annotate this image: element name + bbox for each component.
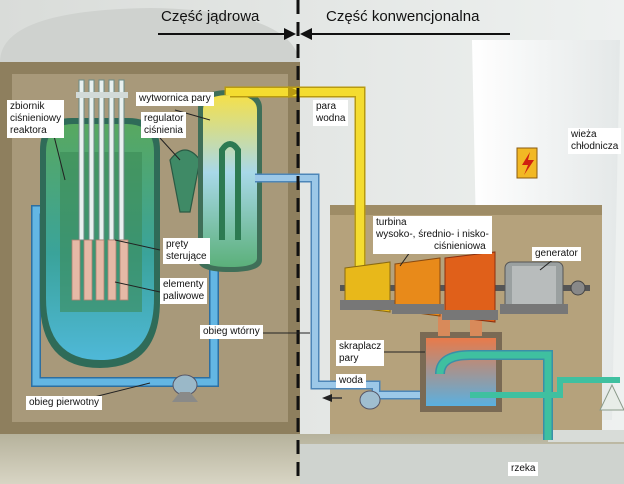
containment-dome	[0, 8, 300, 62]
label-pressurizer: regulator ciśnienia	[141, 112, 187, 138]
label-control-rods: pręty sterujące	[163, 238, 210, 264]
label-secondary-loop: obieg wtórny	[200, 325, 263, 339]
feedwater-pump	[359, 390, 381, 410]
turbine-hp	[340, 261, 396, 313]
generator	[500, 261, 586, 314]
label-steam: para wodna	[313, 100, 349, 126]
primary-loop-pipe	[32, 206, 218, 386]
label-generator: generator	[532, 247, 581, 261]
turbine-mp	[392, 257, 444, 317]
lightning-bolt-icon	[522, 152, 534, 175]
label-condenser: skraplacz pary	[336, 340, 385, 366]
label-river: rzeka	[508, 462, 539, 476]
turbine-lp	[442, 251, 498, 323]
label-primary-loop: obieg pierwotny	[26, 396, 103, 410]
pressurizer	[169, 149, 201, 213]
label-cooling-tower: wieża chłodnicza	[568, 128, 622, 154]
cooling-water-pipe	[436, 351, 552, 440]
label-steam-generator: wytwornica pary	[136, 92, 214, 106]
header-conventional-part: Część konwencjonalna	[326, 8, 480, 25]
label-turbine: turbina wysoko-, średnio- i nisko- ciśni…	[373, 216, 492, 254]
fuel-elements	[71, 239, 129, 301]
label-fuel-elements: elementy paliwowe	[160, 278, 208, 304]
header-nuclear-part: Część jądrowa	[161, 8, 260, 25]
label-water: woda	[336, 374, 366, 388]
label-reactor-pressure-vessel: zbiornik ciśnieniowy reaktora	[7, 100, 65, 138]
steam-generator	[203, 95, 257, 267]
